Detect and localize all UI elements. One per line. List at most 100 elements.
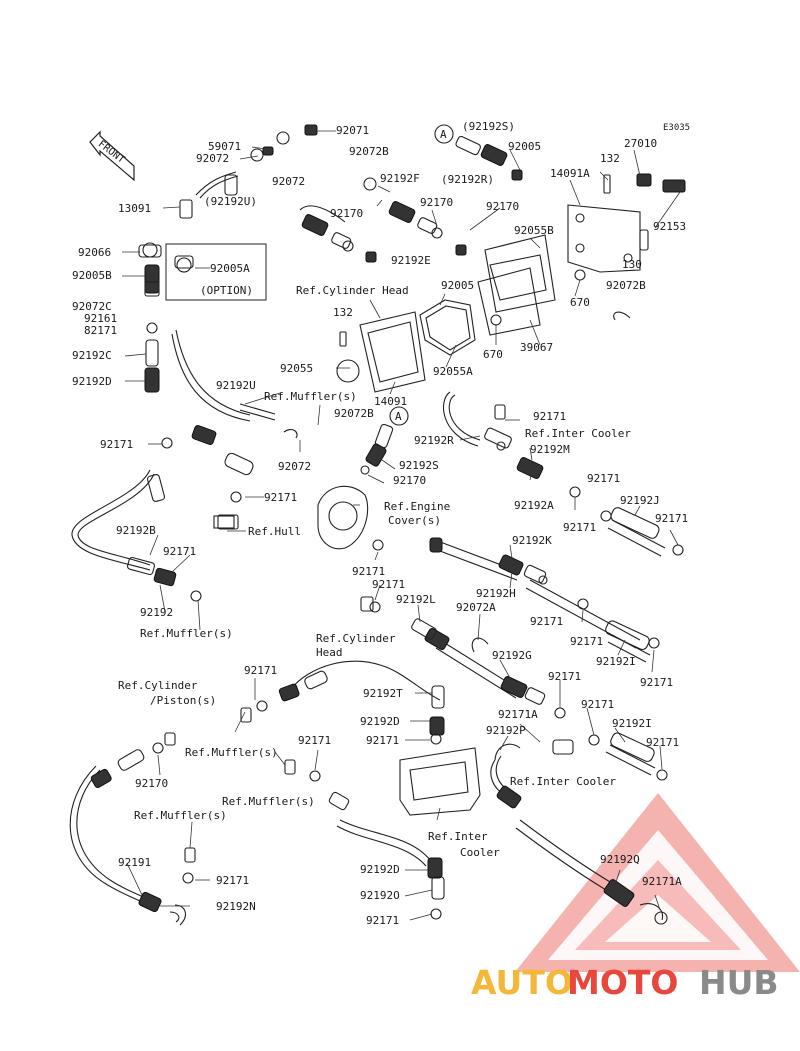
label-92192: 92192 xyxy=(140,606,173,619)
label-92170-c: 92170 xyxy=(486,200,519,213)
label-92192Q: 92192Q xyxy=(600,853,640,866)
label-92171-l: 92171 xyxy=(640,676,673,689)
label-92192B: 92192B xyxy=(116,524,156,537)
label-92171-o: 92171 xyxy=(581,698,614,711)
label-92192E: 92192E xyxy=(391,254,431,267)
label-92192M: 92192M xyxy=(530,443,570,456)
covers xyxy=(213,204,664,921)
callout-a-mid: A xyxy=(389,406,409,426)
ref-cylinder-piston-2: /Piston(s) xyxy=(150,694,216,707)
label-92171-j: 92171 xyxy=(530,615,563,628)
label-92192H: 92192H xyxy=(476,587,516,600)
label-59071: 59071 xyxy=(208,140,241,153)
label-92171-k: 92171 xyxy=(570,635,603,648)
ref-muffler-left: Ref.Muffler(s) xyxy=(140,627,233,640)
label-92171-p: 92171 xyxy=(366,734,399,747)
ref-muffler-mid-b: Ref.Muffler(s) xyxy=(222,795,315,808)
label-92192F: 92192F xyxy=(380,172,420,185)
label-92005-a: 92005 xyxy=(508,140,541,153)
label-92192D-top: 92192D xyxy=(72,375,112,388)
label-92005-b: 92005 xyxy=(441,279,474,292)
label-92192R-b: 92192R xyxy=(414,434,454,447)
label-92192I-b: 92192I xyxy=(612,717,652,730)
label-92072-top: 92072 xyxy=(196,152,229,165)
label-92170-a: 92170 xyxy=(330,207,363,220)
label-92192S-a: (92192S) xyxy=(462,120,515,133)
label-92192G: 92192G xyxy=(492,649,532,662)
label-92192I-a: 92192I xyxy=(596,655,636,668)
label-92055B: 92055B xyxy=(514,224,554,237)
option-label: (OPTION) xyxy=(200,284,253,297)
label-92072-mid: 92072 xyxy=(272,175,305,188)
label-92192C: 92192C xyxy=(72,349,112,362)
ref-muffler-top: Ref.Muffler(s) xyxy=(264,390,357,403)
ref-inter-cooler-mid: Ref.Inter Cooler xyxy=(510,775,616,788)
watermark-hub: HUB xyxy=(699,963,779,1002)
label-92192U-mid: 92192U xyxy=(216,379,256,392)
reference-labels: Ref.Cylinder Head Ref.Muffler(s) Ref.Int… xyxy=(118,284,631,859)
label-92171-f: 92171 xyxy=(563,521,596,534)
label-92170-e: 92170 xyxy=(135,777,168,790)
ref-muffler-mid-a: Ref.Muffler(s) xyxy=(185,746,278,759)
label-92171-q: 92171 xyxy=(646,736,679,749)
ref-inter-cooler-low-1: Ref.Inter xyxy=(428,830,488,843)
label-82171: 82171 xyxy=(84,324,117,337)
leader-lines xyxy=(122,130,681,921)
svg-text:A: A xyxy=(440,128,447,141)
label-92171A-b: 92171A xyxy=(642,875,682,888)
label-92055: 92055 xyxy=(280,362,313,375)
label-92192T: 92192T xyxy=(363,687,403,700)
label-92171-r: 92171 xyxy=(298,734,331,747)
label-92192O: 92192O xyxy=(360,889,400,902)
label-92192U-top: (92192U) xyxy=(204,195,257,208)
label-670-b: 670 xyxy=(483,348,503,361)
label-92192L: 92192L xyxy=(396,593,436,606)
label-92171-i: 92171 xyxy=(372,578,405,591)
option-box xyxy=(165,243,267,301)
label-92171-a: 92171 xyxy=(100,438,133,451)
watermark-text: AUTO MOTO HUB xyxy=(471,963,779,1002)
label-92171-m: 92171 xyxy=(548,670,581,683)
ref-cylinder-head-mid-1: Ref.Cylinder xyxy=(316,632,396,645)
label-92171A-a: 92171A xyxy=(498,708,538,721)
label-92170-d: 92170 xyxy=(393,474,426,487)
label-92072B-a: 92072B xyxy=(349,145,389,158)
ref-cylinder-head-mid-2: Head xyxy=(316,646,343,659)
watermark-moto: MOTO xyxy=(567,963,678,1002)
label-92171-h: 92171 xyxy=(352,565,385,578)
label-92066: 92066 xyxy=(78,246,111,259)
label-670-a: 670 xyxy=(570,296,590,309)
label-92072B-b: 92072B xyxy=(606,279,646,292)
label-92055A: 92055A xyxy=(433,365,473,378)
watermark-auto: AUTO xyxy=(471,963,573,1002)
label-39067: 39067 xyxy=(520,341,553,354)
label-92192D-mid: 92192D xyxy=(360,715,400,728)
ref-hull: Ref.Hull xyxy=(248,525,301,538)
label-130: 130 xyxy=(622,258,642,271)
label-92192P: 92192P xyxy=(486,724,526,737)
ref-cylinder-head-top: Ref.Cylinder Head xyxy=(296,284,409,297)
label-92171-n: 92171 xyxy=(244,664,277,677)
svg-text:A: A xyxy=(395,410,402,423)
label-132-a: 132 xyxy=(600,152,620,165)
label-92153: 92153 xyxy=(653,220,686,233)
label-92072B-c: 92072B xyxy=(334,407,374,420)
clamps xyxy=(142,131,684,925)
label-92171-g: 92171 xyxy=(655,512,688,525)
label-92071: 92071 xyxy=(336,124,369,137)
front-arrow: FRONT xyxy=(89,130,135,182)
label-92192S-b: 92192S xyxy=(399,459,439,472)
label-92005B: 92005B xyxy=(72,269,112,282)
label-92171-low1: 92171 xyxy=(216,874,249,887)
label-92005A: 92005A xyxy=(210,262,250,275)
part-labels: 92071 59071 92072 92072 13091 (92192U) 9… xyxy=(72,120,688,927)
callout-a-top: A xyxy=(434,124,454,144)
label-92192R-a: (92192R) xyxy=(441,173,494,186)
ref-inter-cooler-top: Ref.Inter Cooler xyxy=(525,427,631,440)
ref-muffler-low: Ref.Muffler(s) xyxy=(134,809,227,822)
label-92192J: 92192J xyxy=(620,494,660,507)
label-92171-low2: 92171 xyxy=(366,914,399,927)
label-14091: 14091 xyxy=(374,395,407,408)
